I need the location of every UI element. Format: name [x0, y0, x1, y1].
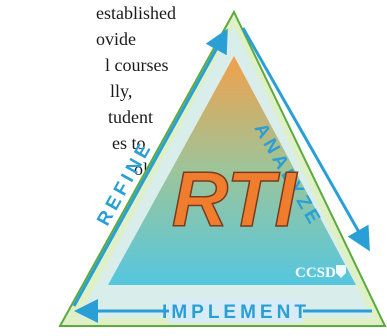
text-line: lly,: [110, 81, 133, 101]
arrow-right-edge: [241, 27, 370, 252]
text-line: tudent: [108, 107, 153, 127]
rti-label: RTI: [172, 155, 298, 243]
text-line: established: [96, 3, 176, 23]
text-line: l courses: [105, 55, 169, 75]
ccsd-logo: CCSD: [295, 265, 346, 281]
ccsd-logo-text: CCSD: [295, 265, 336, 281]
inner-gradient-triangle: [108, 56, 356, 285]
text-line: ovide: [96, 29, 136, 49]
ccsd-logo-mark-icon: [336, 265, 346, 278]
side-label-implement: IMPLEMENT: [162, 302, 310, 323]
arrow-left-edge: [72, 28, 228, 307]
text-line: es to: [112, 133, 146, 153]
